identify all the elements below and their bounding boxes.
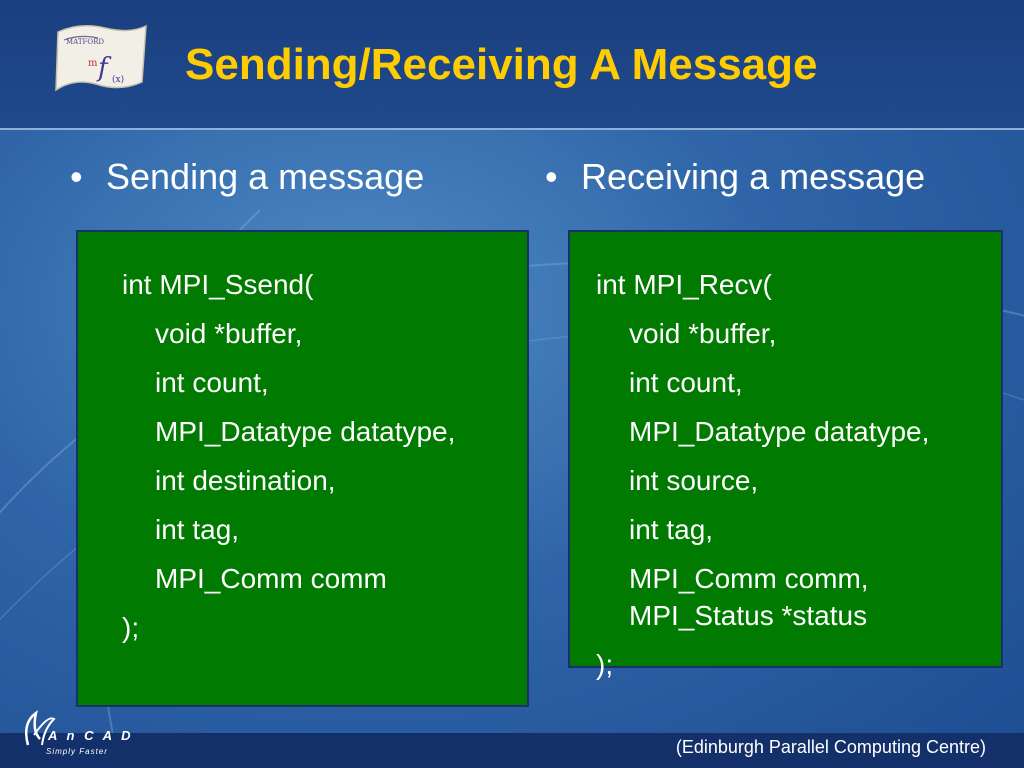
code-line: int destination, <box>155 465 336 496</box>
slide-footer <box>0 733 1024 768</box>
brand-tagline: Simply Faster <box>46 747 108 756</box>
recv-code-box: int MPI_Recv( void *buffer, int count, M… <box>568 230 1003 680</box>
code-line: int MPI_Ssend( <box>122 269 314 300</box>
code-line: int count, <box>629 367 743 398</box>
ancad-logo-icon <box>25 710 56 746</box>
source-credit: (Edinburgh Parallel Computing Centre) <box>675 737 986 757</box>
code-line: MPI_Status *status <box>629 600 868 631</box>
slide-header <box>0 0 1024 130</box>
code-line: int tag, <box>629 514 714 545</box>
code-line: ); <box>122 612 140 643</box>
bullet-receiving: • Receiving a message <box>545 156 925 198</box>
bullet-sending: • Sending a message <box>70 156 424 198</box>
ssend-code-box: int MPI_Ssend( void *buffer, int count, … <box>76 230 529 707</box>
code-line: int source, <box>629 465 759 496</box>
bullet-sending-text: Sending a message <box>106 156 425 197</box>
matford-flag-logo-icon: MATFORD f m (x) <box>55 24 147 92</box>
slide-title: Sending/Receiving A Message <box>185 40 818 89</box>
code-line: void *buffer, <box>629 318 777 349</box>
code-line: int tag, <box>155 514 240 545</box>
brand-name: A n C A D <box>48 728 134 743</box>
svg-text:m: m <box>88 58 98 69</box>
code-line: int MPI_Recv( <box>596 269 772 300</box>
svg-text:MATFORD: MATFORD <box>66 38 104 46</box>
code-line: MPI_Datatype datatype, <box>629 416 930 447</box>
bullet-dot: • <box>545 156 558 197</box>
code-line: ); <box>596 649 614 680</box>
code-line: void *buffer, <box>155 318 303 349</box>
code-line: int count, <box>155 367 269 398</box>
code-line: MPI_Datatype datatype, <box>155 416 456 447</box>
svg-text:(x): (x) <box>112 74 124 85</box>
code-line: MPI_Comm comm <box>155 563 387 594</box>
code-line: MPI_Comm comm, <box>629 563 869 594</box>
bullet-receiving-text: Receiving a message <box>581 156 926 197</box>
bullet-dot: • <box>70 156 83 197</box>
